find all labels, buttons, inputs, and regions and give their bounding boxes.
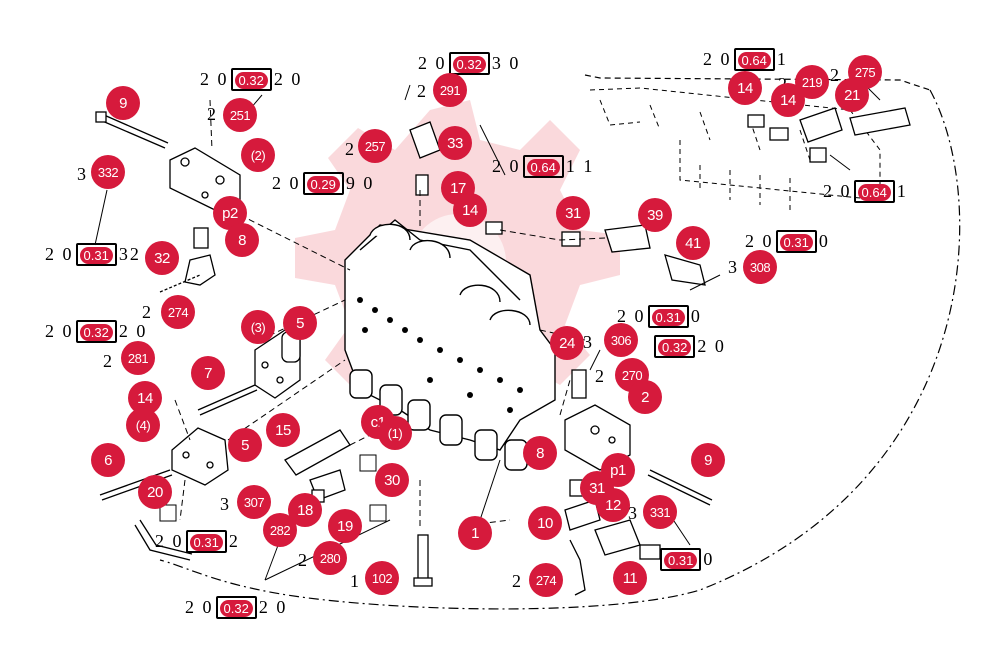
callout-257: 257 <box>358 129 392 163</box>
callout-19: 19 <box>328 509 362 543</box>
callout-31-top: 31 <box>556 196 590 230</box>
prefix-291: 2 <box>417 81 428 101</box>
callout-18: 18 <box>288 493 322 527</box>
prefix-281: 2 <box>103 351 114 371</box>
callout-30: 30 <box>375 463 409 497</box>
callout-33: 33 <box>438 126 472 160</box>
callout-9-right: 9 <box>691 443 725 477</box>
prefix-274b: 2 <box>512 571 523 591</box>
callout-332: 332 <box>91 155 125 189</box>
prefix-275: 2 <box>830 65 841 85</box>
block-ports <box>357 297 523 413</box>
callout-3-paren: (3) <box>241 310 275 344</box>
callout-251: 251 <box>223 98 257 132</box>
fitting-30 <box>359 454 377 472</box>
callout-280: 280 <box>313 541 347 575</box>
callout-281: 281 <box>121 341 155 375</box>
fittings-lower-right <box>564 479 661 596</box>
hose-lower-left <box>134 524 191 561</box>
callout-274: 274 <box>161 295 195 329</box>
callout-41: 41 <box>676 226 710 260</box>
callout-1: 1 <box>458 516 492 550</box>
elbow-32 <box>159 227 216 293</box>
fitting-19 <box>369 504 387 522</box>
callout-14-mid: 14 <box>453 193 487 227</box>
callout-21: 21 <box>835 78 869 112</box>
prefix-102: 1 <box>350 571 361 591</box>
callout-7: 7 <box>191 356 225 390</box>
prefix-307: 3 <box>220 494 231 514</box>
prefix-251: 2 <box>207 104 218 124</box>
callout-274-bottom: 274 <box>529 563 563 597</box>
callout-32: 32 <box>145 241 179 275</box>
callout-8-right: 8 <box>523 436 557 470</box>
plate-4 <box>171 427 229 486</box>
callout-307: 307 <box>237 485 271 519</box>
callout-1-paren: (1) <box>378 416 412 450</box>
callout-24: 24 <box>550 326 584 360</box>
callout-291: 291 <box>433 73 467 107</box>
callout-5-top: 5 <box>283 306 317 340</box>
prefix-270: 2 <box>595 366 606 386</box>
bolt-102 <box>413 534 433 587</box>
fittings-14-31-39-41 <box>485 221 706 286</box>
bolt-9-left <box>95 111 169 149</box>
callout-14-topright: 14 <box>728 71 762 105</box>
prefix-280: 2 <box>298 550 309 570</box>
prefix-306: 3 <box>583 332 594 352</box>
callout-20: 20 <box>138 475 172 509</box>
callout-5-bottom: 5 <box>228 428 262 462</box>
leader-lines <box>174 99 606 530</box>
fitting-33 <box>409 121 441 196</box>
callout-282: 282 <box>263 513 297 547</box>
tee-18 <box>309 469 346 503</box>
callout-306: 306 <box>604 323 638 357</box>
callout-14-topright-2: 14 <box>771 83 805 117</box>
callout-6: 6 <box>91 443 125 477</box>
callout-4-paren: (4) <box>126 408 160 442</box>
callout-10: 10 <box>528 506 562 540</box>
fittings-top-right <box>747 107 911 163</box>
callout-331: 331 <box>643 495 677 529</box>
prefix-331: 3 <box>628 503 639 523</box>
prefix-257: 2 <box>345 139 356 159</box>
callout-11: 11 <box>613 561 647 595</box>
callout-308: 308 <box>743 250 777 284</box>
main-valve-block <box>344 219 556 471</box>
prefix-274: 2 <box>142 302 153 322</box>
callout-31-bottom: 31 <box>580 471 614 505</box>
callout-15: 15 <box>266 413 300 447</box>
callout-102: 102 <box>365 561 399 595</box>
callout-8: 8 <box>225 223 259 257</box>
callout-2-right: 2 <box>628 380 662 414</box>
callout-39: 39 <box>638 198 672 232</box>
prefix-332: 3 <box>77 164 88 184</box>
callout-9: 9 <box>106 86 140 120</box>
prefix-308: 3 <box>728 257 739 277</box>
fitting-24 <box>571 369 587 399</box>
callout-2-paren: (2) <box>241 138 275 172</box>
